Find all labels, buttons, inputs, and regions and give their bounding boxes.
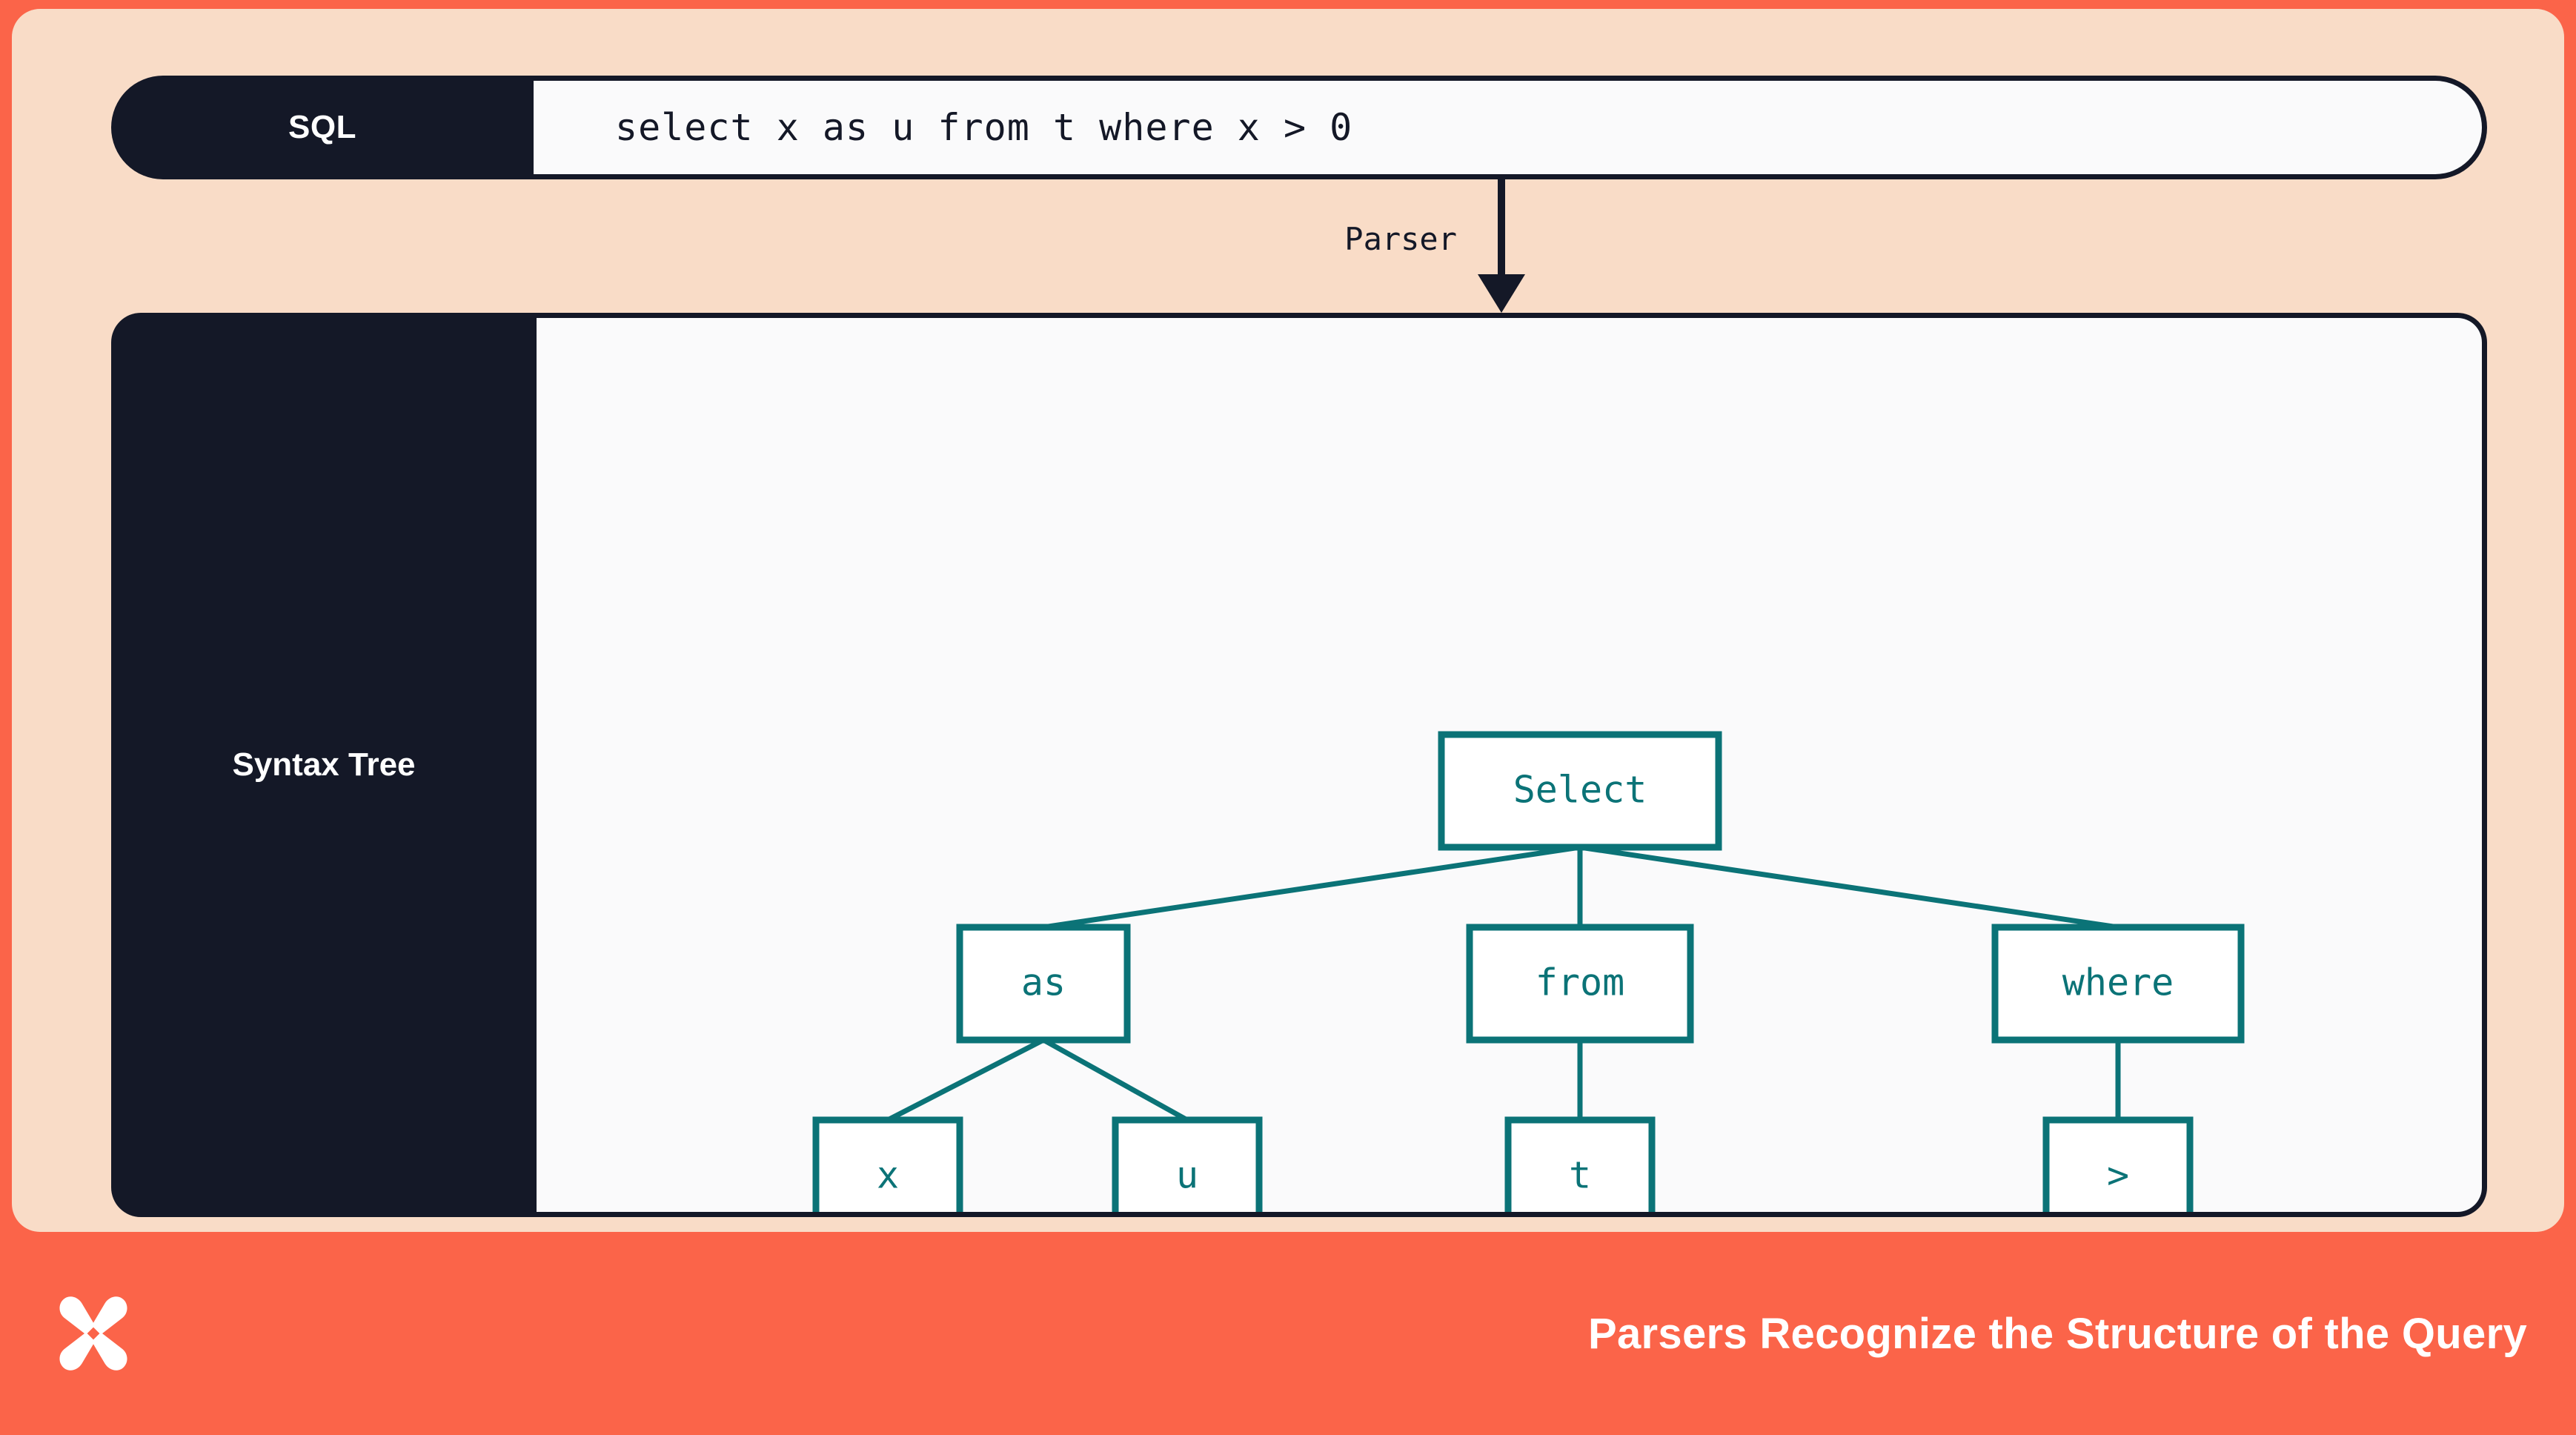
tree-node-box — [812, 1116, 963, 1212]
sql-label-text: SQL — [288, 109, 356, 145]
footer-caption-text: Parsers Recognize the Structure of the Q… — [1588, 1309, 2527, 1358]
tree-node-box — [2042, 1116, 2194, 1212]
tree-node-label: where — [2062, 961, 2174, 1004]
syntax-tree-label-column: Syntax Tree — [111, 313, 537, 1217]
tree-node[interactable]: Select — [1438, 731, 1722, 851]
parser-transition: Parser — [1272, 179, 1687, 313]
tree-edge — [1043, 844, 1581, 930]
tree-node-box — [1991, 924, 2245, 1044]
footer-bar: Parsers Recognize the Structure of the Q… — [0, 1232, 2576, 1435]
tree-edge — [1579, 844, 2119, 930]
tree-node[interactable]: t — [1504, 1116, 1656, 1217]
tree-node[interactable]: > — [2042, 1116, 2194, 1217]
parser-label: Parser — [1344, 221, 1457, 257]
tree-node-box — [1466, 924, 1694, 1044]
tree-node[interactable]: where — [1991, 924, 2245, 1044]
tree-node-box — [956, 924, 1131, 1044]
tree-node[interactable]: as — [956, 924, 1131, 1044]
tree-node[interactable]: u — [1112, 1116, 1263, 1217]
tree-node-label: u — [1176, 1154, 1198, 1197]
tree-node-label: > — [2107, 1154, 2129, 1197]
tree-node[interactable]: x — [812, 1116, 963, 1217]
tree-edge — [1042, 1037, 1189, 1123]
syntax-tree-label-text: Syntax Tree — [232, 746, 416, 783]
tree-node-box — [1438, 731, 1722, 851]
tree-node-label: t — [1569, 1154, 1591, 1197]
tree-edge — [886, 1037, 1045, 1123]
tree-node-label: from — [1536, 961, 1624, 1004]
sql-label-pill: SQL — [111, 76, 534, 179]
tree-node[interactable]: from — [1466, 924, 1694, 1044]
sql-input-row: SQL select x as u from t where x > 0 — [111, 76, 2487, 179]
tree-node-label: x — [877, 1154, 899, 1197]
butterfly-x-logo-icon — [59, 1296, 127, 1371]
tree-edges-layer — [886, 844, 2121, 1123]
tree-node-box — [1112, 1116, 1263, 1212]
tree-node-box — [1504, 1116, 1656, 1212]
sql-query-box[interactable]: select x as u from t where x > 0 — [534, 76, 2487, 179]
tree-node-label: as — [1021, 961, 1066, 1004]
content-card: SQL select x as u from t where x > 0 Par… — [12, 9, 2564, 1232]
down-arrow-icon — [1478, 179, 1525, 313]
tree-node-label: Select — [1513, 769, 1647, 812]
sql-query-text: select x as u from t where x > 0 — [615, 106, 1353, 149]
